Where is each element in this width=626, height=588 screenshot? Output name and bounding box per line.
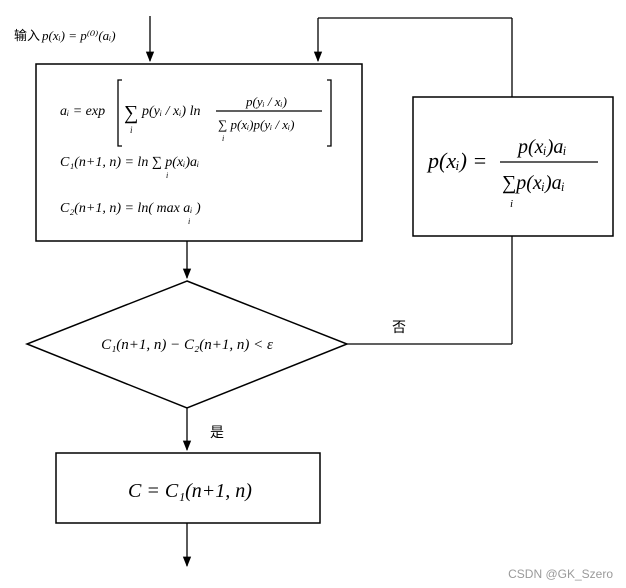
result-box — [55, 452, 321, 524]
eq-c2: C₂(n+1, n) = ln( max aᵢ ) — [60, 201, 201, 216]
eq-a-num: p(yᵢ / xᵢ) — [245, 94, 287, 109]
input-prefix: 输入 — [14, 28, 40, 44]
update-num: p(xᵢ)aᵢ — [516, 136, 567, 158]
eq-a-term: p(yᵢ / xᵢ) ln — [141, 104, 200, 119]
eq-a-lhs: aᵢ = exp — [60, 104, 105, 119]
result-formula: C = C₁(n+1, n) — [128, 480, 252, 502]
update-lhs: p(xᵢ) = — [426, 148, 487, 173]
update-den: ∑p(xᵢ)aᵢ — [502, 172, 565, 194]
eq-a-right-bracket — [327, 79, 332, 147]
eq-a-left-bracket — [117, 79, 122, 147]
watermark: CSDN @GK_Szero — [508, 567, 613, 581]
label-yes: 是 — [210, 425, 224, 441]
eq-c2-sub: i — [188, 217, 190, 226]
decision-condition: C₁(n+1, n) − C₂(n+1, n) < ε — [101, 337, 273, 353]
eq-c1-sub: i — [166, 171, 168, 180]
input-formula: p(xᵢ) = p⁽⁰⁾(aᵢ) — [41, 28, 116, 43]
eq-a-den: ∑ p(xᵢ)p(yᵢ / xᵢ) — [218, 117, 294, 132]
eq-c1: C₁(n+1, n) = ln ∑ p(xᵢ)aᵢ — [60, 155, 199, 170]
eq-a-sum-sub: i — [130, 125, 133, 135]
calc-box — [35, 63, 363, 242]
update-den-sub: i — [510, 198, 513, 210]
label-no: 否 — [392, 320, 406, 336]
eq-a-den-sub: i — [222, 134, 224, 143]
update-box — [412, 96, 614, 237]
eq-a-sum: ∑ — [124, 102, 138, 124]
